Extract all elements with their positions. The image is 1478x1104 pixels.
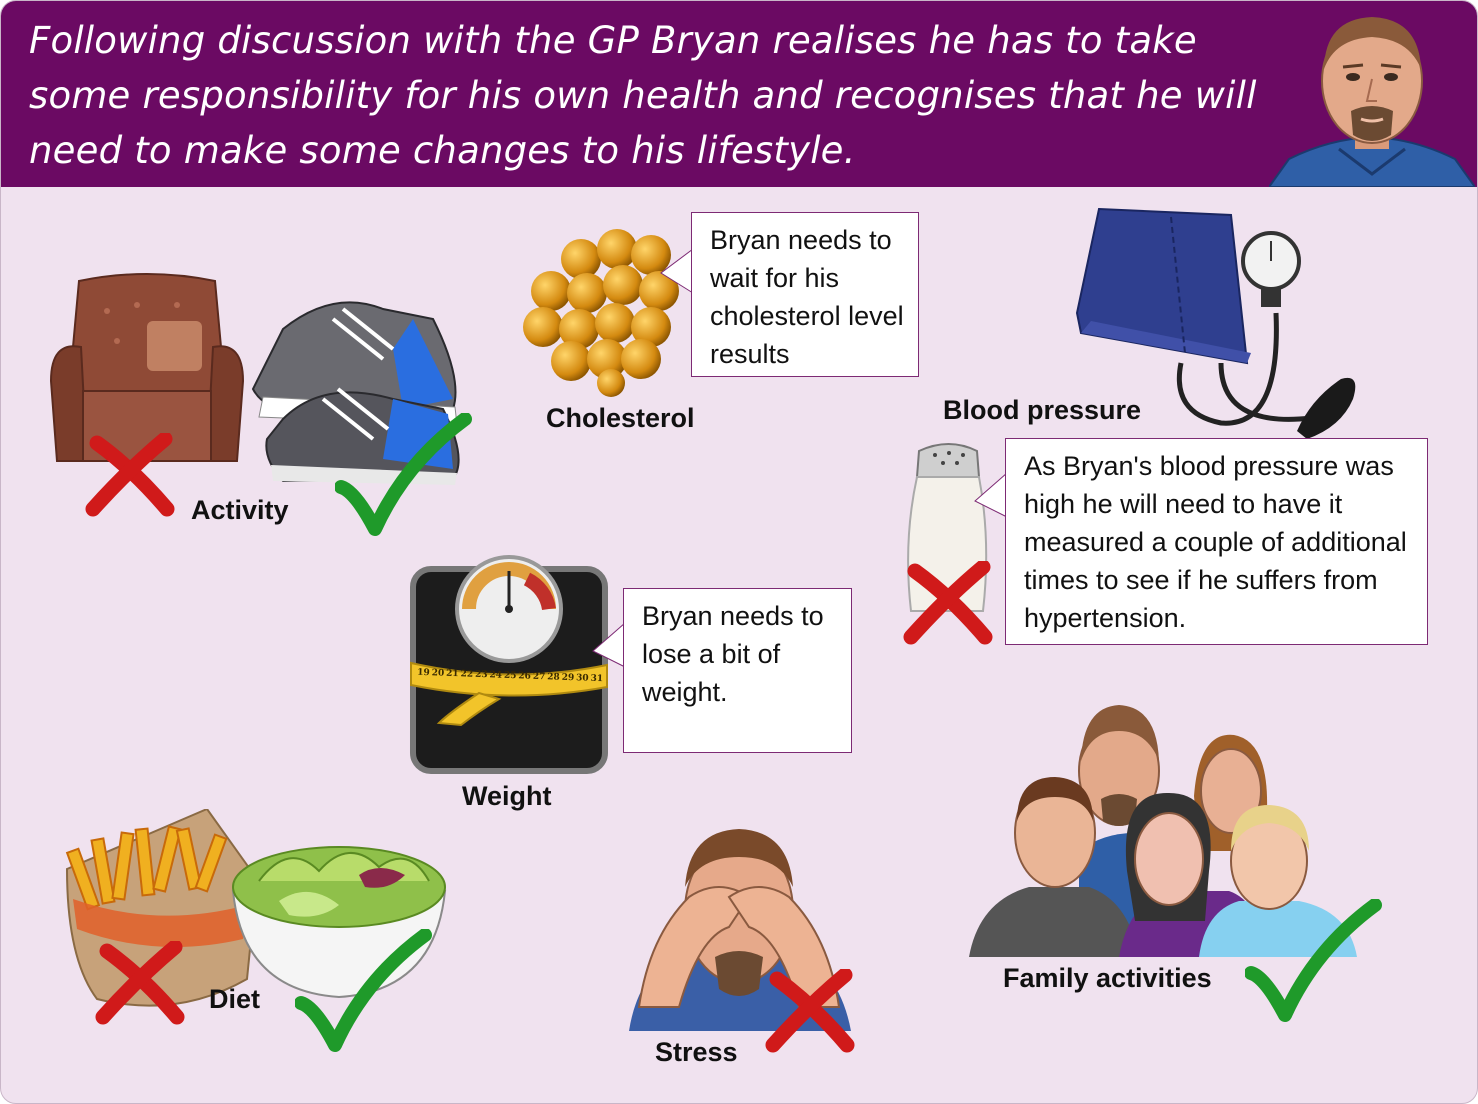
stressed-man-image	[629, 829, 851, 1031]
family-tick-icon	[1245, 899, 1382, 1022]
tape-number: 29	[561, 672, 575, 684]
activity-label: Activity	[191, 495, 289, 525]
family-activities-label: Family activities	[1003, 963, 1212, 993]
tape-number: 19	[417, 667, 430, 679]
trainers-image	[251, 301, 460, 485]
tape-number: 31	[590, 673, 604, 685]
tape-number: 26	[518, 671, 532, 682]
weight-bubble-tail	[592, 622, 627, 668]
diet-label: Diet	[209, 984, 261, 1014]
tape-number: 22	[460, 669, 474, 680]
stress-label: Stress	[655, 1037, 738, 1067]
tape-number: 24	[489, 670, 503, 681]
activity-tick-icon	[335, 413, 472, 536]
family-image	[969, 705, 1357, 957]
tape-number: 30	[575, 673, 589, 684]
blood-pressure-label: Blood pressure	[943, 395, 1142, 425]
salad-bowl-image	[231, 846, 447, 999]
tape-number: 20	[431, 668, 445, 679]
weight-bubble: Bryan needs to lose a bit of weight.	[623, 588, 852, 753]
blood-pressure-bubble: As Bryan's blood pressure was high he wi…	[1005, 438, 1428, 645]
tape-number: 28	[547, 672, 560, 683]
header-text: Following discussion with the GP Bryan r…	[29, 19, 1257, 172]
activity-cross-icon	[85, 433, 175, 517]
diet-cross-icon	[95, 941, 185, 1025]
diet-tick-icon	[295, 929, 432, 1052]
stress-cross-icon	[765, 969, 855, 1053]
tape-number: 27	[532, 671, 546, 683]
tape-number: 21	[445, 668, 459, 680]
cholesterol-label: Cholesterol	[546, 403, 695, 433]
header-banner: Following discussion with the GP Bryan r…	[1, 1, 1477, 187]
weighing-scale-image	[410, 555, 608, 774]
cholesterol-bubble-tail	[660, 248, 695, 294]
blood-pressure-bubble-tail	[974, 472, 1009, 518]
tape-number: 25	[503, 670, 517, 682]
bryan-portrait	[1269, 17, 1475, 187]
cholesterol-bubble: Bryan needs to wait for his cholesterol …	[691, 212, 919, 377]
tape-number: 23	[474, 669, 488, 681]
salt-cross-icon	[903, 561, 993, 645]
blood-pressure-cuff-image	[1075, 207, 1356, 439]
weight-label: Weight	[462, 781, 552, 811]
cholesterol-image	[523, 229, 679, 397]
